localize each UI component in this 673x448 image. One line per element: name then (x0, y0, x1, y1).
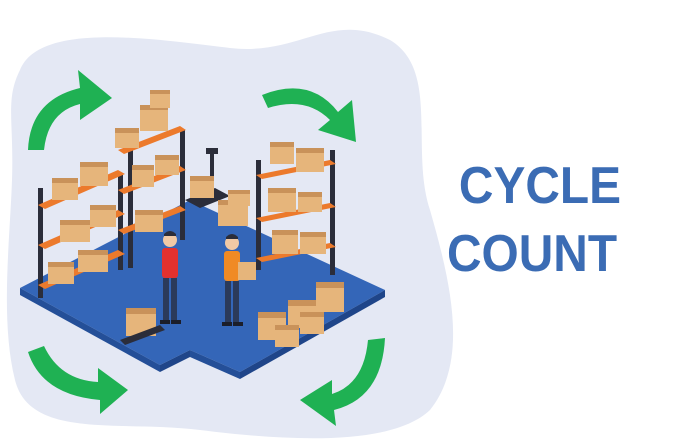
right-shelving-rack (256, 142, 336, 275)
refresh-arrow-icon (300, 338, 385, 426)
worker-red-shirt (160, 231, 181, 324)
left-shelving-rack (38, 90, 186, 298)
refresh-arrow-icon (28, 346, 128, 414)
floor-boxes (120, 282, 344, 347)
title-line-1: CYCLE (458, 157, 622, 215)
refresh-arrow-icon (262, 88, 356, 142)
pallet-cart (185, 148, 250, 226)
refresh-arrow-icon (28, 70, 112, 150)
title-line-2: COUNT (446, 225, 618, 283)
worker-orange-shirt (222, 234, 256, 326)
stacked-boxes (48, 90, 179, 284)
